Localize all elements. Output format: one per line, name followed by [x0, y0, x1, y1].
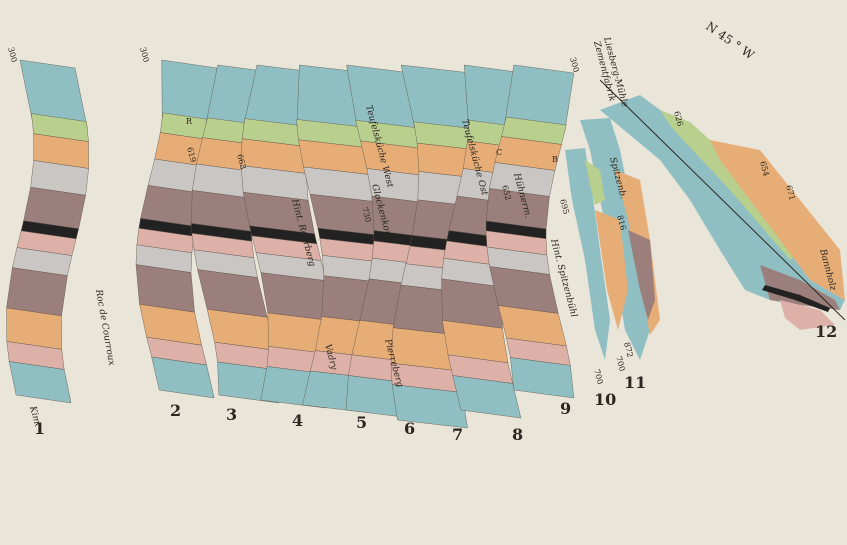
unit-letter-b: B	[552, 155, 558, 164]
section-2-number: 2	[170, 401, 181, 420]
section-8-layer-brown-8	[442, 279, 503, 328]
section-1-elev-300: 300	[6, 46, 19, 63]
orientation-label: N 45 ° W	[703, 19, 757, 63]
section-9-number: 9	[560, 399, 571, 418]
section-11-elev-300: 300	[568, 56, 581, 73]
section-5-number: 5	[356, 413, 367, 432]
unit-letter-c: C	[496, 148, 502, 157]
section-7-number: 7	[452, 425, 463, 444]
section-1-extra: Kim.	[27, 404, 42, 428]
section-1-place-roc: Roc de Courroux	[93, 288, 116, 367]
section-columns	[7, 60, 574, 428]
section-1-strata	[7, 60, 89, 403]
section-3-number: 3	[226, 405, 237, 424]
unit-letter-r: R	[186, 117, 193, 126]
section-8-number: 8	[512, 425, 523, 444]
section-4-number: 4	[292, 411, 303, 430]
section-6-number: 6	[404, 419, 415, 438]
section-12-number: 12	[815, 322, 837, 341]
section-10-elev-700: 700	[592, 368, 605, 385]
section-1-layer-brown-8	[7, 268, 68, 316]
section-2-elev-300: 300	[138, 46, 151, 63]
section-11-elev-700: 700	[614, 355, 627, 372]
section-11-number: 11	[624, 373, 646, 392]
section-9-elev-695: 695	[558, 198, 571, 215]
section-10-number: 10	[594, 390, 616, 409]
